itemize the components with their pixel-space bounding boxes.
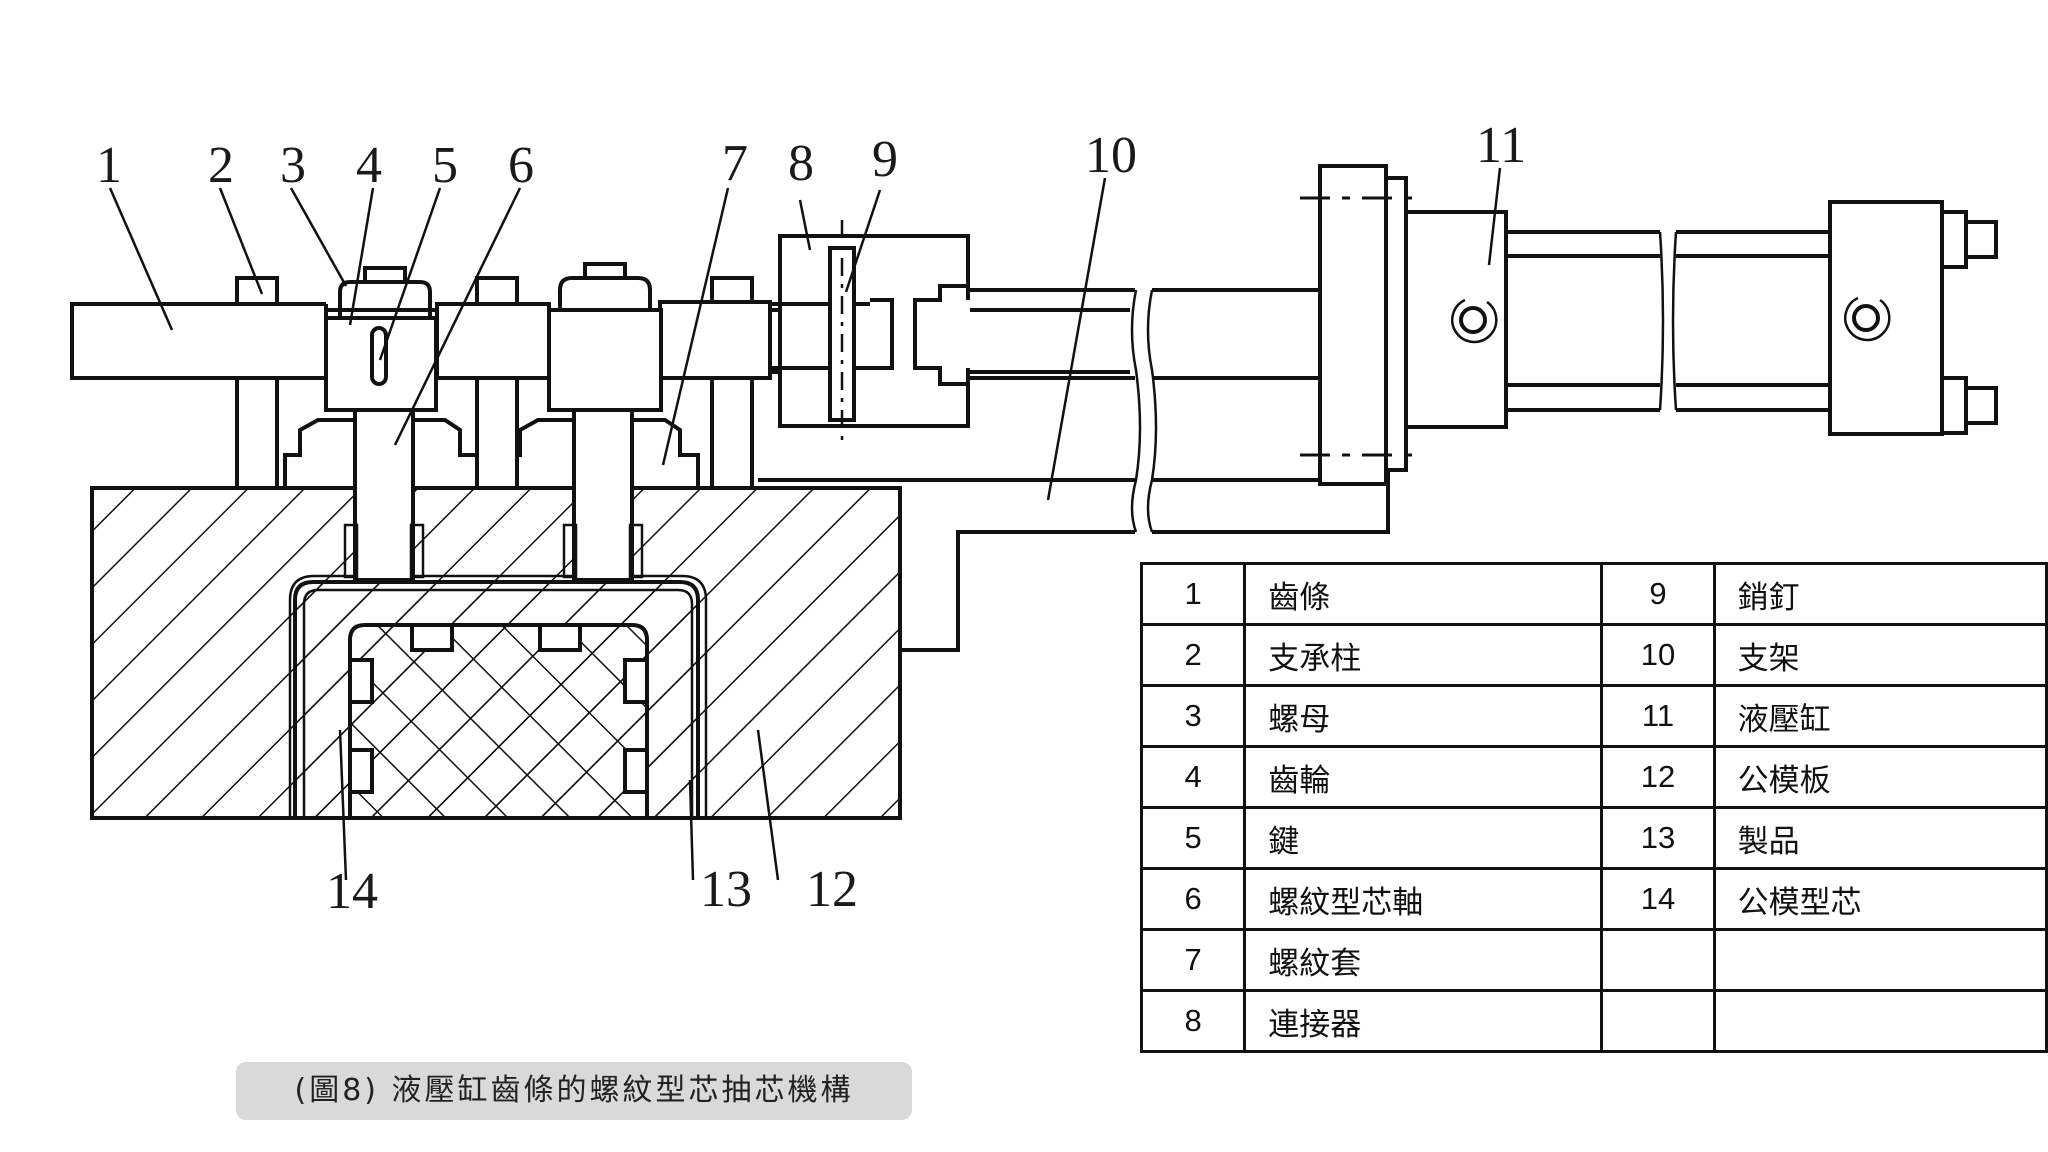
- callout-3: 3: [280, 137, 306, 194]
- key-5: [370, 326, 388, 386]
- part-name: 銷釘: [1712, 562, 2048, 626]
- part-name: 公模型芯: [1712, 867, 2048, 931]
- callout-labels: 1 2 3 4 5 6 7 8 9 10 11 12 13 14: [96, 117, 1526, 920]
- part-name: 螺母: [1243, 684, 1604, 748]
- part-number: 3: [1139, 684, 1247, 748]
- part-number: 13: [1600, 806, 1716, 870]
- part-number: 9: [1600, 562, 1716, 626]
- callout-14: 14: [326, 863, 378, 920]
- rack-1: [70, 300, 1130, 380]
- table-row: 1 齒條 9 銷釘: [1139, 562, 2048, 626]
- part-number: [1600, 928, 1716, 992]
- port-icon: [1852, 304, 1880, 332]
- part-name: 螺紋型芯軸: [1243, 867, 1604, 931]
- table-row: 3 螺母 11 液壓缸: [1139, 684, 2048, 748]
- part-name: 鍵: [1243, 806, 1604, 870]
- part-number: [1600, 989, 1716, 1053]
- pin-9: [828, 220, 856, 445]
- parts-legend-table: 1 齒條 9 銷釘 2 支承柱 10 支架 3 螺母 11 液壓缸 4 齒輪 1…: [1139, 562, 2048, 1053]
- part-number: 12: [1600, 745, 1716, 809]
- part-name: 螺紋套: [1243, 928, 1604, 992]
- part-number: 2: [1139, 623, 1247, 687]
- part-name: 支架: [1712, 623, 2048, 687]
- table-row: 4 齒輪 12 公模板: [1139, 745, 2048, 809]
- connector-8: [770, 234, 970, 428]
- part-name: 製品: [1712, 806, 2048, 870]
- callout-11: 11: [1476, 117, 1526, 174]
- hydraulic-cylinder-11: [1300, 164, 1998, 486]
- callout-7: 7: [722, 135, 748, 192]
- support-column-2: [235, 276, 754, 490]
- port-icon: [1459, 306, 1487, 334]
- table-row: 8 連接器: [1139, 989, 2048, 1053]
- part-number: 8: [1139, 989, 1247, 1053]
- part-name: 液壓缸: [1712, 684, 2048, 748]
- callout-10: 10: [1085, 127, 1137, 184]
- callout-13: 13: [700, 861, 752, 918]
- callout-4: 4: [356, 137, 382, 194]
- part-number: 11: [1600, 684, 1716, 748]
- callout-1: 1: [96, 137, 122, 194]
- part-name: 連接器: [1243, 989, 1604, 1053]
- mold-core-14: [293, 580, 700, 820]
- callout-12: 12: [806, 861, 858, 918]
- table-row: 6 螺紋型芯軸 14 公模型芯: [1139, 867, 2048, 931]
- table-row: 5 鍵 13 製品: [1139, 806, 2048, 870]
- callout-6: 6: [508, 137, 534, 194]
- table-row: 7 螺紋套: [1139, 928, 2048, 992]
- bracket-10: [758, 288, 1390, 652]
- part-number: 10: [1600, 623, 1716, 687]
- callout-9: 9: [872, 131, 898, 188]
- threaded-core-shaft-6: [343, 408, 644, 582]
- part-number: 7: [1139, 928, 1247, 992]
- callout-2: 2: [208, 137, 234, 194]
- callout-5: 5: [432, 137, 458, 194]
- part-number: 6: [1139, 867, 1247, 931]
- table-row: 2 支承柱 10 支架: [1139, 623, 2048, 687]
- callout-8: 8: [788, 135, 814, 192]
- part-number: 14: [1600, 867, 1716, 931]
- part-name: 支承柱: [1243, 623, 1604, 687]
- leader-lines: [108, 167, 1502, 881]
- part-number: 1: [1139, 562, 1247, 626]
- part-name: [1712, 989, 2048, 1053]
- part-number: 5: [1139, 806, 1247, 870]
- part-name: 齒輪: [1243, 745, 1604, 809]
- part-number: 4: [1139, 745, 1247, 809]
- part-name: 公模板: [1712, 745, 2048, 809]
- part-name: [1712, 928, 2048, 992]
- part-name: 齒條: [1243, 562, 1604, 626]
- figure-caption: (圖8) 液壓缸齒條的螺紋型芯抽芯機構: [236, 1062, 912, 1120]
